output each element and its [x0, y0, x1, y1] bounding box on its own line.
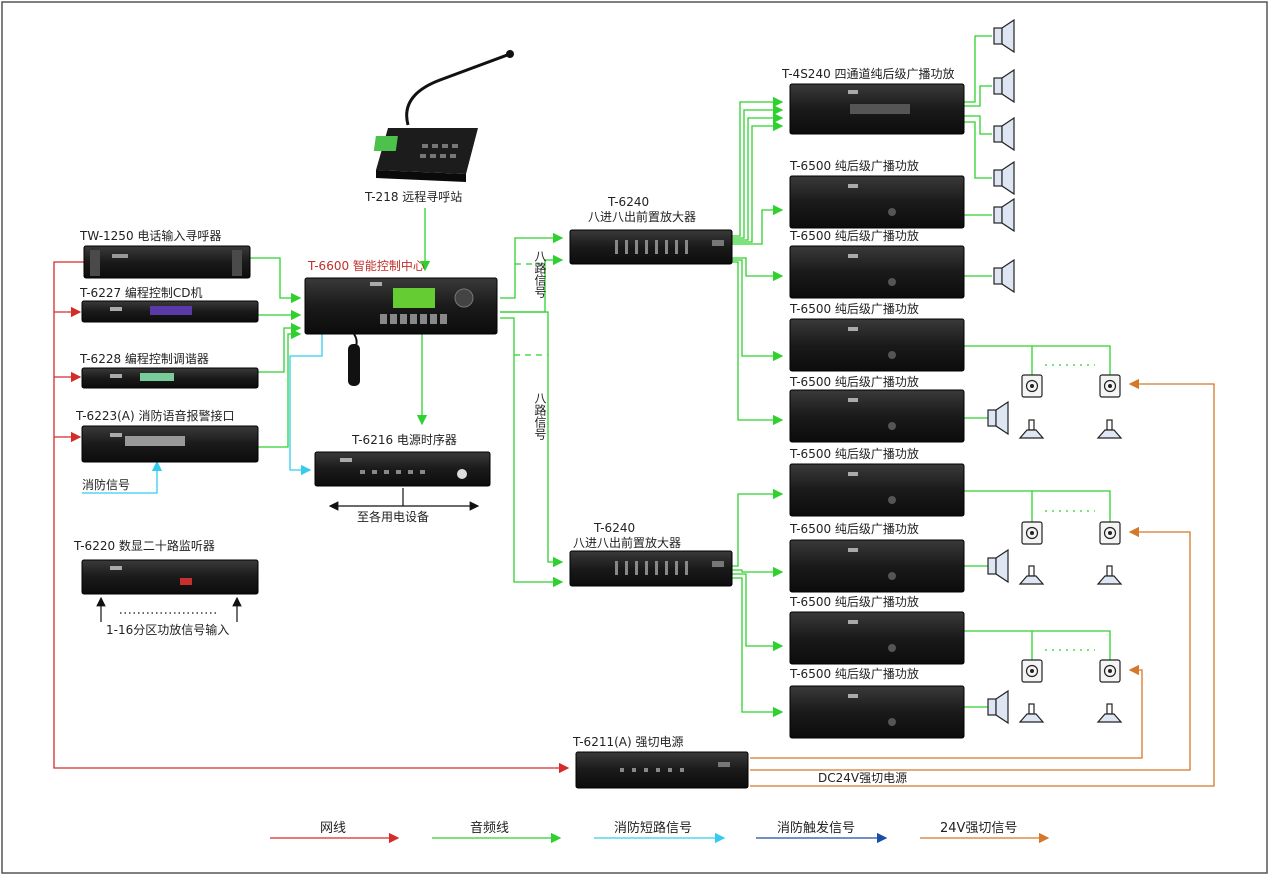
device-tw1250: [83, 245, 251, 279]
label-t6211: T-6211(A) 强切电源: [572, 735, 684, 749]
label-t6600: T-6600 智能控制中心: [307, 258, 425, 273]
label-t6500-4: T-6500 纯后级广播功放: [789, 374, 919, 389]
label-mic: T-218 远程寻呼站: [364, 189, 462, 204]
label-preamp1-desc: 八进八出前置放大器: [588, 209, 696, 224]
device-t6227: [81, 300, 259, 323]
label-t6228: T-6228 编程控制调谐器: [79, 351, 209, 366]
dotted-links: [1045, 364, 1095, 651]
device-t6223: [81, 425, 259, 463]
network-wires: [53, 261, 570, 774]
legend-label: 音频线: [470, 820, 509, 836]
legend-item-fire-short: 消防短路信号: [594, 820, 726, 844]
label-to-devices: 至各用电设备: [357, 509, 429, 524]
strong-cut-wires: [750, 378, 1215, 787]
label-t6500-8: T-6500 纯后级广播功放: [789, 666, 919, 681]
mic-station: [373, 50, 514, 182]
label-preamp2-model: T-6240: [593, 521, 635, 535]
audio-wires: [250, 35, 1111, 718]
label-t6500-1: T-6500 纯后级广播功放: [789, 158, 919, 173]
device-t6600: [304, 277, 498, 335]
legend-label: 24V强切信号: [940, 821, 1017, 836]
device-t6216: [314, 451, 491, 487]
legend-item-fire-trigger: 消防触发信号: [756, 820, 888, 844]
label-t6216: T-6216 电源时序器: [351, 432, 457, 447]
label-t6500-2: T-6500 纯后级广播功放: [789, 228, 919, 243]
handheld-mic: [348, 333, 360, 386]
label-t6500-6: T-6500 纯后级广播功放: [789, 521, 919, 536]
label-t6500-5: T-6500 纯后级广播功放: [789, 446, 919, 461]
legend-label: 消防触发信号: [777, 820, 855, 836]
device-t4s240: [789, 83, 965, 135]
label-preamp1-model: T-6240: [607, 195, 649, 209]
label-t6500-7: T-6500 纯后级广播功放: [789, 594, 919, 609]
device-t6500-8: [789, 685, 965, 739]
label-t6220: T-6220 数显二十路监听器: [73, 538, 215, 553]
speakers: [987, 19, 1015, 724]
device-t6500-3: [789, 318, 965, 372]
device-t6500-2: [789, 245, 965, 299]
legend-label: 消防短路信号: [614, 820, 692, 836]
device-t6220: [81, 559, 259, 595]
legend-item-audio: 音频线: [432, 820, 562, 844]
label-t6227: T-6227 编程控制CD机: [79, 285, 203, 300]
label-preamp2-desc: 八进八出前置放大器: [573, 535, 681, 550]
label-eight-path-2: 八路信号: [533, 392, 547, 440]
device-preamp-2: [569, 550, 733, 587]
black-wires: [96, 488, 480, 622]
label-fire-signal: 消防信号: [82, 477, 130, 492]
label-eight-path-1: 八路信号: [533, 250, 547, 298]
device-t6211: [575, 751, 749, 789]
device-t6500-7: [789, 611, 965, 665]
fire-short-wires: [82, 334, 323, 494]
label-dc24: DC24V强切电源: [818, 771, 907, 785]
device-t6228: [81, 367, 259, 389]
device-t6500-1: [789, 175, 965, 229]
legend-item-strong-cut: 24V强切信号: [920, 821, 1050, 844]
device-t6500-6: [789, 539, 965, 593]
box-speakers: [1021, 374, 1121, 683]
label-tw1250: TW-1250 电话输入寻呼器: [79, 228, 221, 243]
device-preamp-1: [569, 229, 733, 265]
label-t6223: T-6223(A) 消防语音报警接口: [75, 408, 235, 423]
legend: 网线 音频线 消防短路信号 消防触发信号 24V强切信号: [270, 820, 1050, 844]
device-t6500-4: [789, 389, 965, 443]
label-zone-input: 1-16分区功放信号输入: [106, 622, 229, 637]
device-t6500-5: [789, 463, 965, 517]
label-t6500-3: T-6500 纯后级广播功放: [789, 301, 919, 316]
legend-item-network: 网线: [270, 821, 400, 844]
legend-label: 网线: [320, 821, 346, 836]
label-t4s240: T-4S240 四通道纯后级广播功放: [781, 66, 955, 81]
